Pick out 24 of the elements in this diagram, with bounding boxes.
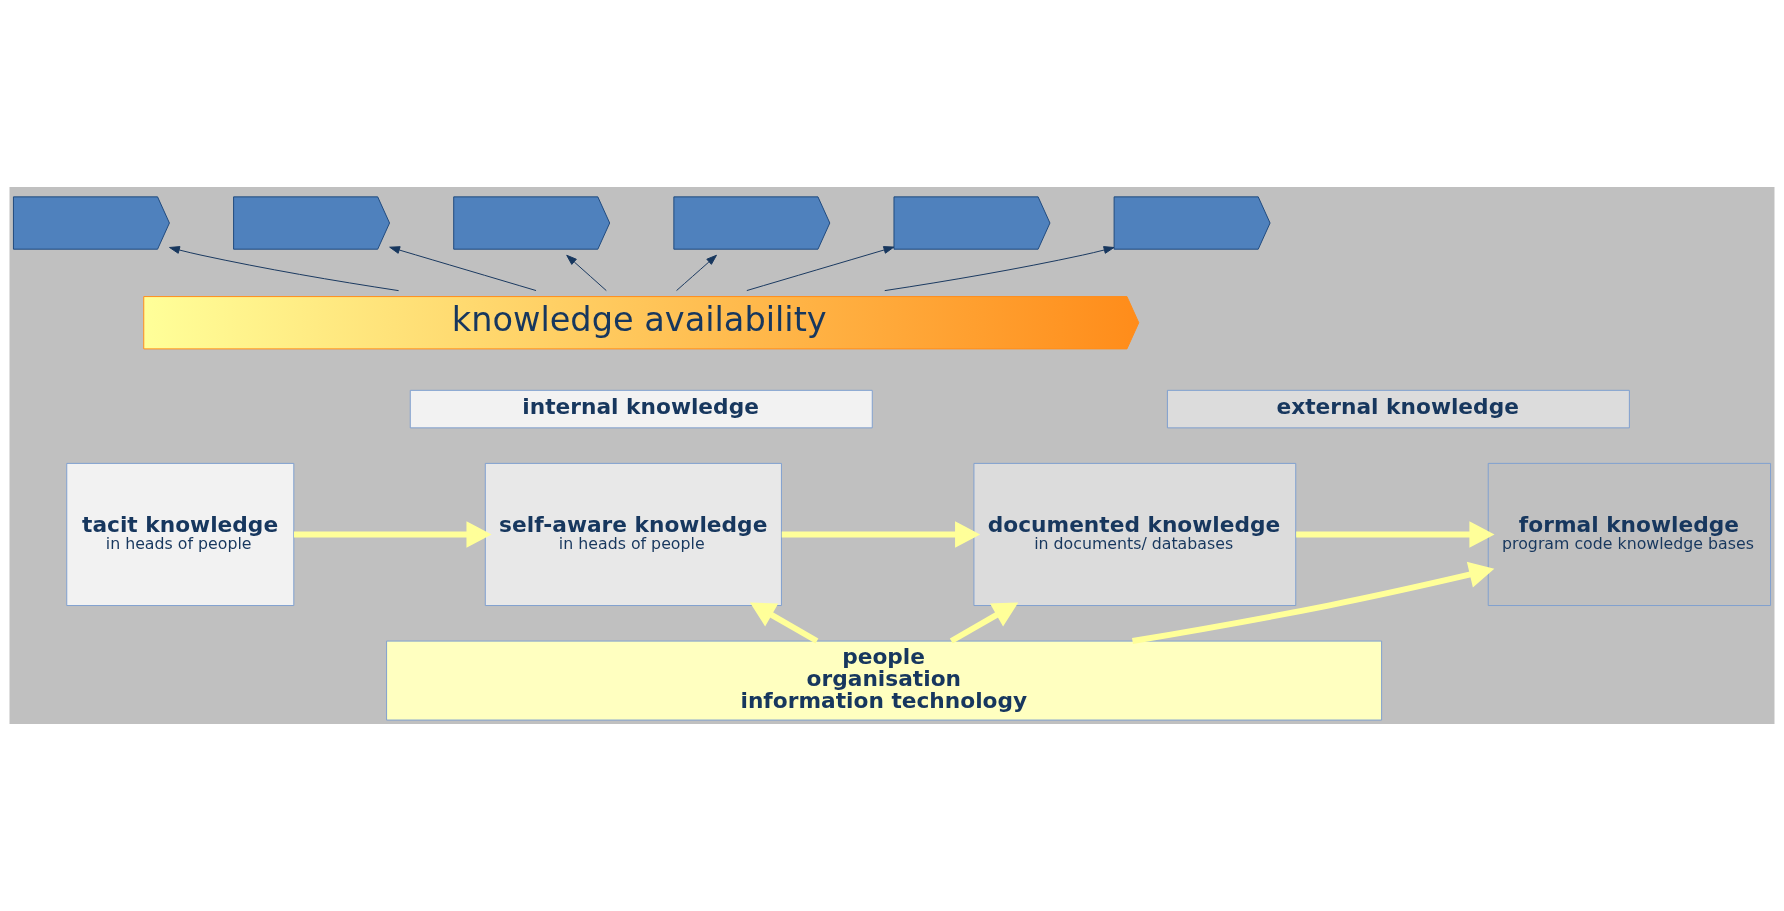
arrow: [781, 521, 981, 548]
node-chevron: [893, 196, 1051, 250]
node-box: external knowledge: [1166, 389, 1630, 429]
node-box: documented knowledge in documents/ databases: [973, 462, 1297, 607]
arrow: [749, 602, 819, 644]
arrow: [949, 602, 1019, 644]
arrow: [169, 246, 400, 292]
node-box: tacit knowledge in heads of people: [66, 462, 295, 607]
node-box: formal knowledge program code knowledge bases: [1487, 462, 1772, 607]
arrow: [389, 246, 537, 292]
node-chevron: [673, 196, 831, 250]
node-chevron: [233, 196, 391, 250]
node-chevron: [453, 196, 611, 250]
node-box: self-aware knowledge in heads of people: [484, 462, 782, 607]
arrow: [1296, 521, 1495, 548]
node-box: internal knowledge: [409, 389, 873, 429]
node-box: people organisation information technology: [386, 640, 1383, 721]
arrow: [884, 246, 1115, 292]
arrow: [294, 521, 492, 548]
arrow: [746, 246, 895, 292]
arrow: [676, 254, 717, 292]
arrow: [566, 254, 607, 292]
node-chevron: [1113, 196, 1271, 250]
node-chevron: [12, 196, 170, 250]
